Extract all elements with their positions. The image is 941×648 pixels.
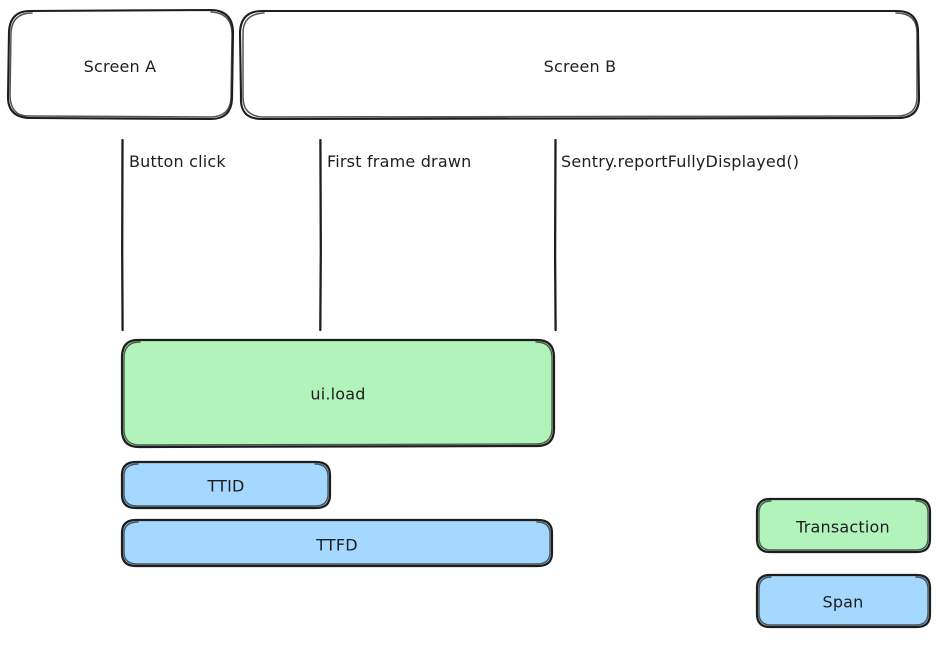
screen-b-box[interactable] — [238, 9, 921, 121]
marker-label-first-frame-drawn: First frame drawn — [327, 152, 472, 171]
marker-label-report-fully-displayed: Sentry.reportFullyDisplayed() — [561, 152, 800, 171]
screen-b-label: Screen B — [543, 57, 617, 76]
legend-swatch-span[interactable] — [755, 573, 932, 629]
marker-label-button-click: Button click — [129, 152, 226, 171]
bar-ttfd[interactable] — [120, 518, 554, 568]
screen-a-label: Screen A — [83, 57, 157, 76]
bar-label-ttfd: TTFD — [316, 535, 358, 555]
bar-ttid[interactable] — [120, 460, 332, 510]
legend-label-transaction: Transaction — [796, 517, 890, 537]
screen-a-box[interactable] — [6, 8, 235, 121]
marker-line-report-fully-displayed — [553, 138, 557, 332]
marker-line-first-frame-drawn — [319, 138, 322, 332]
legend-swatch-transaction[interactable] — [755, 497, 932, 554]
bar-label-ttid: TTID — [207, 476, 245, 496]
bar-ui-load[interactable] — [120, 338, 556, 449]
legend-label-span: Span — [822, 592, 864, 612]
bar-label-ui-load: ui.load — [310, 384, 366, 404]
